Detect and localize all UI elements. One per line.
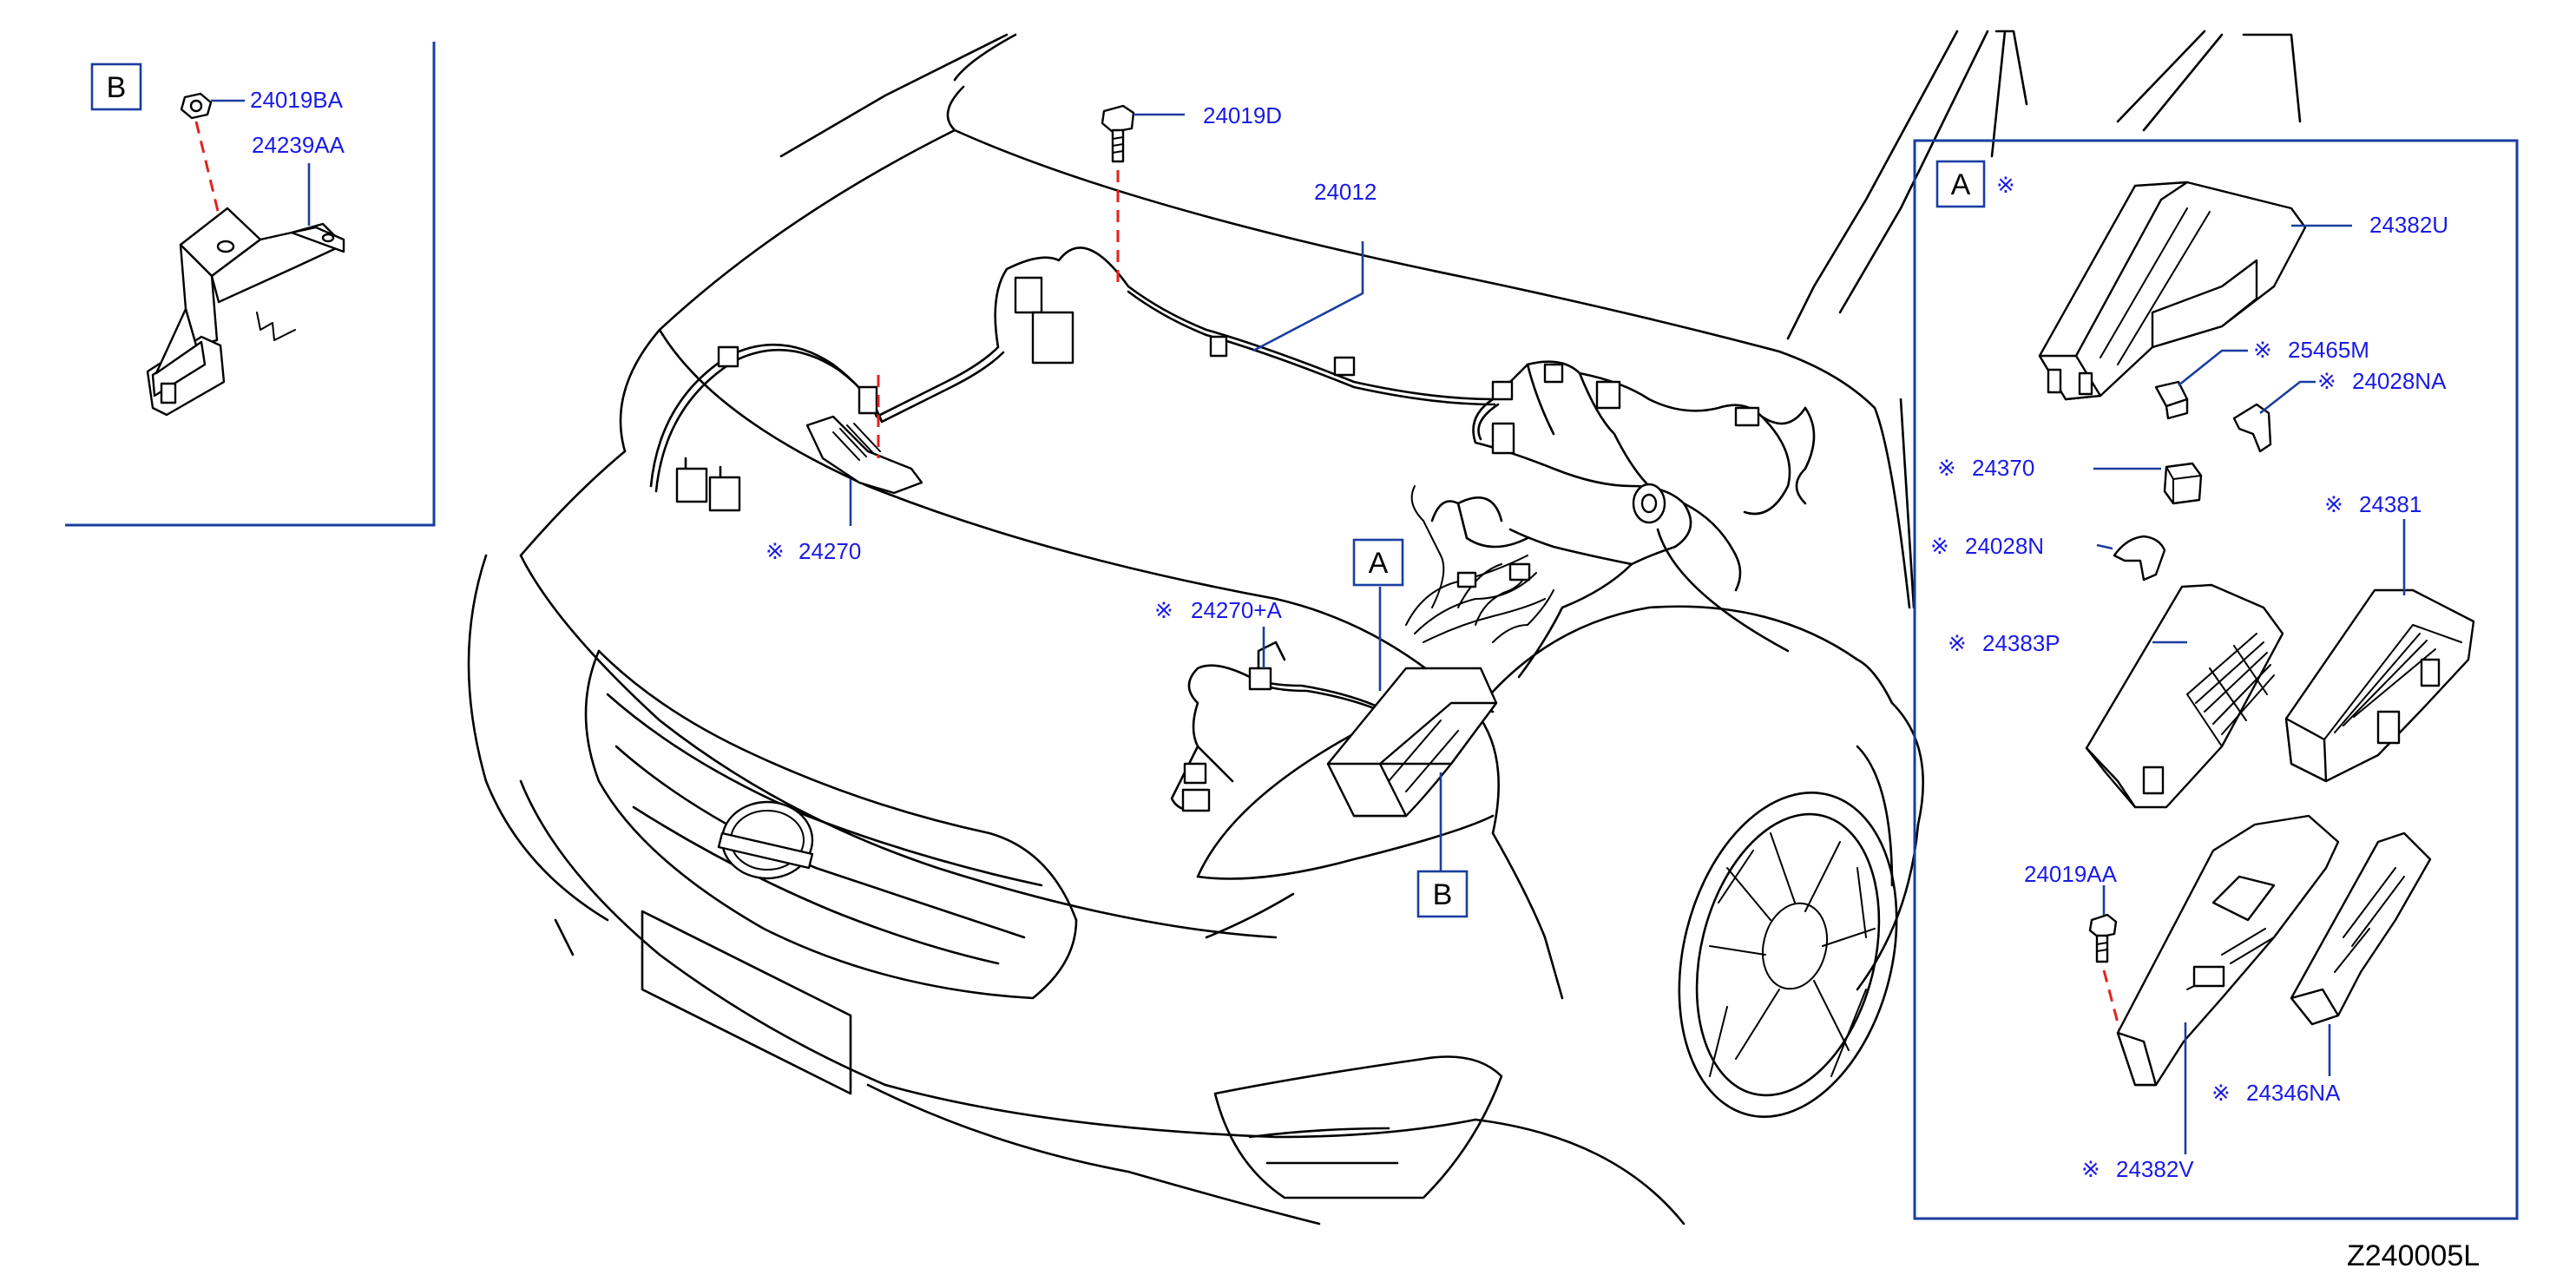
bracket-24346na [2290,831,2432,1026]
detail-a-tag [1935,160,1986,208]
detail-b-tag-letter: B [107,71,127,104]
detail-a-symbol: ※ [1996,172,2015,198]
fuse-block-24383p [2085,583,2284,809]
symbol-24383p: ※ [1948,630,1967,656]
part-25465m [2154,380,2189,420]
label-24028na[interactable]: 24028NA [2352,368,2447,394]
tag-a-letter: A [1369,547,1389,580]
label-24270a[interactable]: 24270+A [1191,597,1282,623]
detail-b-tag [90,62,142,111]
diagram-code: Z240005L [2347,1239,2480,1272]
label-24270[interactable]: 24270 [798,538,861,564]
housing-24381 [2284,588,2475,783]
bracket-24239aa [146,207,345,417]
tag-b-letter: B [1433,878,1453,911]
symbol-25465m: ※ [2253,337,2272,363]
tag-a-on-vehicle [1352,538,1404,587]
label-24019ba[interactable]: 24019BA [250,87,344,113]
vehicle-front-view [467,30,2302,1226]
emblem [717,800,814,880]
relay-24370 [2163,462,2203,505]
label-24382u[interactable]: 24382U [2369,212,2448,238]
bolt-24019aa [2088,913,2118,963]
label-24028n[interactable]: 24028N [1965,533,2044,559]
label-24012[interactable]: 24012 [1314,179,1377,205]
detail-b-inset: B 24019BA 24239AA [65,42,436,527]
symbol-24270: ※ [766,538,785,564]
label-24346na[interactable]: 24346NA [2246,1080,2341,1106]
symbol-24370: ※ [1937,455,1956,481]
symbol-24270a: ※ [1154,597,1173,623]
bolt-24019d [1101,104,1135,163]
label-24019aa[interactable]: 24019AA [2024,861,2118,887]
label-24370[interactable]: 24370 [1972,455,2034,481]
label-25465m[interactable]: 25465M [2288,337,2369,363]
lower-case-24382v [2116,814,2340,1087]
detail-a-tag-letter: A [1951,168,1971,201]
label-24381[interactable]: 24381 [2359,491,2422,517]
clip-24028n [2113,535,2166,582]
symbol-24346na: ※ [2211,1080,2231,1106]
harness-bracket-24270 [805,415,923,495]
tag-b-on-vehicle [1416,870,1469,918]
symbol-24028na: ※ [2317,368,2336,394]
label-24383p[interactable]: 24383P [1982,630,2060,656]
relay-box-a-on-vehicle [1326,667,1498,818]
wiring-harness-24012 [649,246,1816,812]
label-24239aa[interactable]: 24239AA [252,132,345,158]
upper-cover-24382u [2038,181,2307,401]
symbol-24382v: ※ [2081,1156,2100,1182]
symbol-24381: ※ [2324,491,2343,517]
nut-24019ba [180,92,213,120]
front-wheel [1678,792,1898,1118]
symbol-24028n: ※ [1930,533,1949,559]
label-24382v[interactable]: 24382V [2116,1156,2194,1182]
clip-24028na [2232,403,2272,453]
detail-a-inset: A ※ 24382U ※ 25465M ※ 24028NA [1913,139,2519,1220]
label-24019d[interactable]: 24019D [1203,102,1282,128]
